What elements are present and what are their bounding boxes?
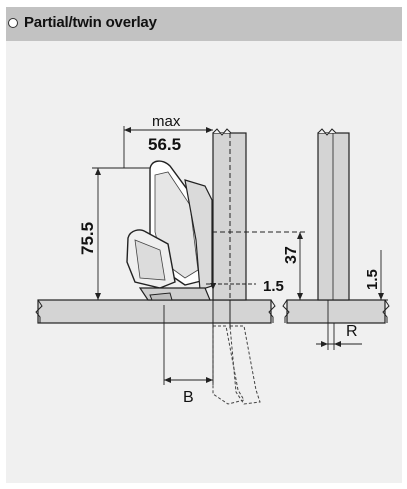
dim-max-arrow-right	[206, 127, 213, 133]
section-header: Partial/twin overlay	[6, 7, 402, 41]
break-mark-left	[35, 299, 43, 323]
dim-1-5b-value: 1.5	[364, 269, 381, 290]
door-swing-outline	[212, 325, 245, 405]
break-mark-middle-2	[282, 299, 290, 323]
cabinet-side-right	[317, 132, 350, 301]
dim-height-arrow-bottom	[95, 293, 101, 300]
dim-1-5a-value: 1.5	[263, 278, 284, 295]
dim-B-arrow-right	[206, 377, 213, 383]
hinge-base	[138, 287, 211, 301]
dim-R-arrow-right	[334, 341, 341, 347]
dim-37-arrow-top	[297, 232, 303, 239]
base-panel-left	[37, 299, 272, 324]
hinge-foot	[149, 292, 173, 301]
dim-R-value: R	[346, 323, 358, 340]
dim-max-label: max	[152, 113, 181, 130]
dim-37-arrow-bottom	[297, 293, 303, 300]
dim-B-value: B	[183, 389, 194, 406]
bullet-icon	[8, 18, 18, 28]
dim-B-arrow-left	[164, 377, 171, 383]
section-title: Partial/twin overlay	[24, 14, 157, 31]
door-swing-outline-2	[229, 325, 261, 405]
dim-max-value: 56.5	[148, 135, 181, 154]
break-mark-middle	[268, 299, 276, 323]
base-panel-right	[286, 299, 386, 324]
dim-height-arrow-top	[95, 168, 101, 175]
panel-break-top-left	[212, 128, 232, 136]
panel-break-top-right	[317, 128, 337, 136]
dim-R-arrow-left	[321, 341, 328, 347]
dim-height-value: 75.5	[78, 222, 97, 255]
dim-1-5b-arrow	[378, 293, 384, 300]
break-mark-right	[382, 299, 390, 323]
dim-max-arrow-left	[124, 127, 131, 133]
dim-37-value: 37	[283, 246, 300, 264]
hinge-boss-inner	[134, 239, 166, 281]
